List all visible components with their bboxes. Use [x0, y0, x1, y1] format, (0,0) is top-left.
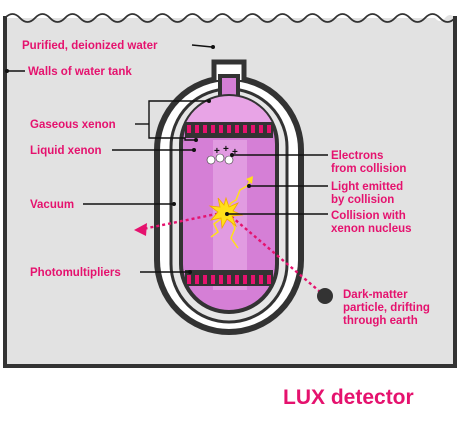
pmt-tube	[211, 125, 215, 133]
pmt-tube	[227, 275, 231, 284]
inner-neck	[218, 74, 240, 99]
trajectory-arrowhead	[134, 223, 147, 236]
water-surface	[4, 13, 456, 23]
label-dark-matter-line2: particle, drifting	[343, 302, 430, 314]
pmt-tube	[219, 125, 223, 133]
pmt-tube	[259, 125, 263, 133]
label-electrons-line2: from collision	[331, 163, 406, 175]
label-liquid-xenon: Liquid xenon	[30, 145, 102, 157]
pmt-tube	[195, 125, 199, 133]
pmt-tube	[243, 125, 247, 133]
pmt-tube	[267, 125, 271, 133]
electron-symbol-3: +	[232, 147, 238, 158]
pmt-tube	[243, 275, 247, 284]
diagram-title: LUX detector	[283, 386, 414, 409]
label-vacuum: Vacuum	[30, 199, 74, 211]
label-purified-water: Purified, deionized water	[22, 40, 158, 52]
label-light-line1: Light emitted	[331, 181, 403, 193]
dark-matter-particle	[317, 288, 333, 304]
light-arrowhead	[246, 176, 253, 184]
label-gaseous-xenon: Gaseous xenon	[30, 119, 116, 131]
top-pmt-array	[185, 122, 273, 138]
pmt-tube	[187, 275, 191, 284]
label-collision-line1: Collision with	[331, 210, 406, 222]
dark-matter-trajectory	[142, 210, 326, 297]
leader-lines	[5, 44, 328, 274]
electron-symbol-2: +	[223, 144, 229, 155]
label-tank-walls: Walls of water tank	[28, 66, 132, 78]
label-photomultipliers: Photomultipliers	[30, 267, 121, 279]
electron-cluster: + + +	[206, 144, 238, 165]
pmt-tube	[267, 275, 271, 284]
pmt-tube	[259, 275, 263, 284]
pmt-tube	[227, 125, 231, 133]
label-collision-line2: xenon nucleus	[331, 223, 412, 235]
pmt-tube	[235, 125, 239, 133]
pmt-tube	[203, 275, 207, 284]
label-dark-matter-line3: through earth	[343, 315, 418, 327]
pmt-tube	[203, 125, 207, 133]
pmt-tube	[251, 275, 255, 284]
bottom-pmt-array	[185, 270, 273, 286]
tank-walls	[3, 16, 457, 368]
pmt-tube	[251, 125, 255, 133]
pmt-tube	[219, 275, 223, 284]
label-light-line2: by collision	[331, 194, 394, 206]
label-dark-matter-line1: Dark-matter	[343, 289, 408, 301]
pmt-tube	[187, 125, 191, 133]
pmt-tube	[195, 275, 199, 284]
label-electrons-line1: Electrons	[331, 150, 383, 162]
electron-symbol-1: +	[214, 146, 220, 157]
pmt-tube	[211, 275, 215, 284]
pmt-tube	[235, 275, 239, 284]
